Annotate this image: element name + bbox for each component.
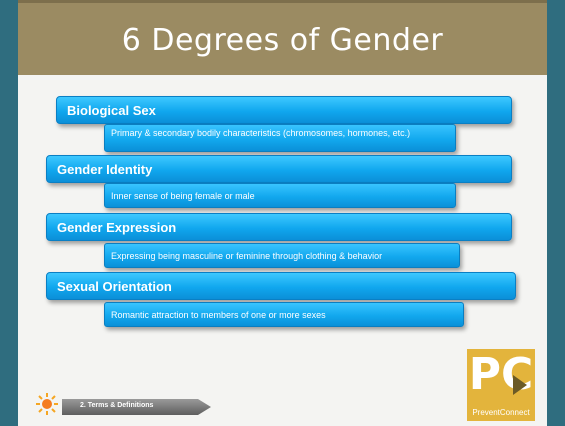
definition-box-gender-identity: Inner sense of being female or male	[104, 183, 456, 208]
sun-icon	[36, 393, 58, 415]
left-frame-border	[0, 0, 18, 426]
term-label: Gender Identity	[57, 162, 153, 177]
term-label: Gender Expression	[57, 220, 177, 235]
section-label: 2. Terms & Definitions	[80, 402, 154, 409]
term-bar-gender-expression: Gender Expression	[46, 213, 512, 241]
logo-name: PreventConnect	[472, 408, 530, 417]
term-bar-gender-identity: Gender Identity	[46, 155, 512, 183]
logo-arrow-icon	[513, 375, 527, 395]
term-bar-biological-sex: Biological Sex	[56, 96, 512, 124]
section-arrow	[62, 399, 211, 415]
definition-text: Romantic attraction to members of one or…	[111, 310, 326, 320]
right-frame-border	[547, 0, 565, 426]
definition-box-gender-expression: Expressing being masculine or feminine t…	[104, 243, 460, 268]
slide-title: 6 Degrees of Gender	[121, 23, 444, 58]
definition-text: Expressing being masculine or feminine t…	[111, 251, 383, 261]
title-bar: 6 Degrees of Gender	[18, 0, 547, 75]
definition-text: Inner sense of being female or male	[111, 191, 255, 201]
term-bar-sexual-orientation: Sexual Orientation	[46, 272, 516, 300]
term-label: Sexual Orientation	[57, 279, 172, 294]
preventconnect-logo: PC PreventConnect	[467, 349, 535, 421]
definition-box-biological-sex: Primary & secondary bodily characteristi…	[104, 124, 456, 152]
definition-text: Primary & secondary bodily characteristi…	[111, 128, 411, 138]
term-label: Biological Sex	[67, 103, 156, 118]
definition-box-sexual-orientation: Romantic attraction to members of one or…	[104, 302, 464, 327]
